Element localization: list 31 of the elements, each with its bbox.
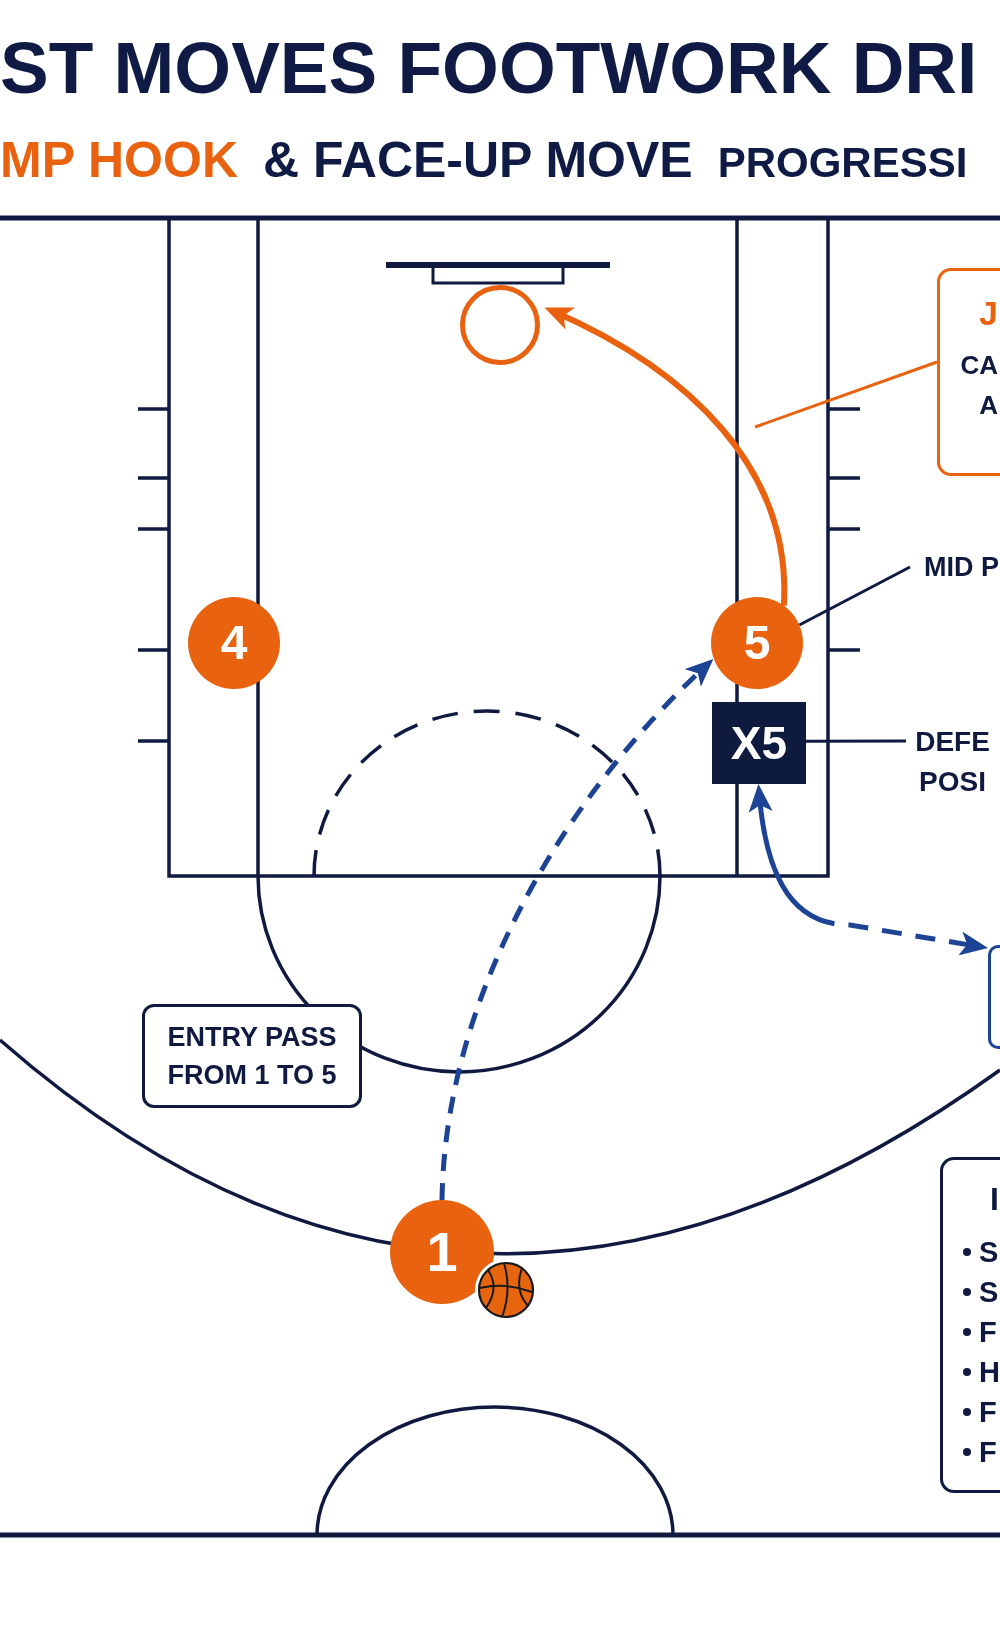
defender-marker: X5 bbox=[712, 702, 806, 784]
list-item: F bbox=[979, 1435, 997, 1470]
callout-box bbox=[937, 268, 1000, 476]
hoop-rim bbox=[460, 285, 540, 365]
player-marker: 4 bbox=[188, 597, 280, 689]
dashed-arrow bbox=[439, 658, 714, 1201]
leader-line bbox=[806, 739, 906, 743]
player-marker: 1 bbox=[390, 1200, 494, 1304]
list-item: F bbox=[979, 1315, 997, 1350]
leader-line bbox=[754, 360, 938, 429]
subtitle-text: PROGRESSI bbox=[717, 142, 968, 184]
dashed-arrow bbox=[749, 784, 988, 956]
callout-box bbox=[988, 945, 1000, 1049]
list-heading: I bbox=[990, 1180, 999, 1219]
callout-box bbox=[142, 1004, 362, 1108]
list-item: S bbox=[979, 1275, 999, 1310]
curved-arrow bbox=[544, 307, 787, 606]
callout-text: CA A bbox=[959, 349, 998, 422]
leader-line bbox=[798, 565, 911, 627]
list-item: H bbox=[979, 1355, 1000, 1390]
subtitle-text: & FACE-UP MOVE bbox=[263, 135, 693, 185]
key-points-box bbox=[940, 1157, 1000, 1493]
player-marker: 5 bbox=[711, 597, 803, 689]
callout-heading: J bbox=[979, 293, 998, 333]
subtitle-text: MP HOOK bbox=[0, 135, 238, 185]
annotation-label: MID P bbox=[910, 548, 999, 586]
list-item: F bbox=[979, 1395, 997, 1430]
annotation-label: DEFE POSI bbox=[906, 722, 999, 806]
callout-text: ENTRY PASS FROM 1 TO 5 bbox=[166, 1021, 338, 1092]
title: ST MOVES FOOTWORK DRI bbox=[0, 31, 978, 104]
list-item: S bbox=[979, 1235, 999, 1270]
